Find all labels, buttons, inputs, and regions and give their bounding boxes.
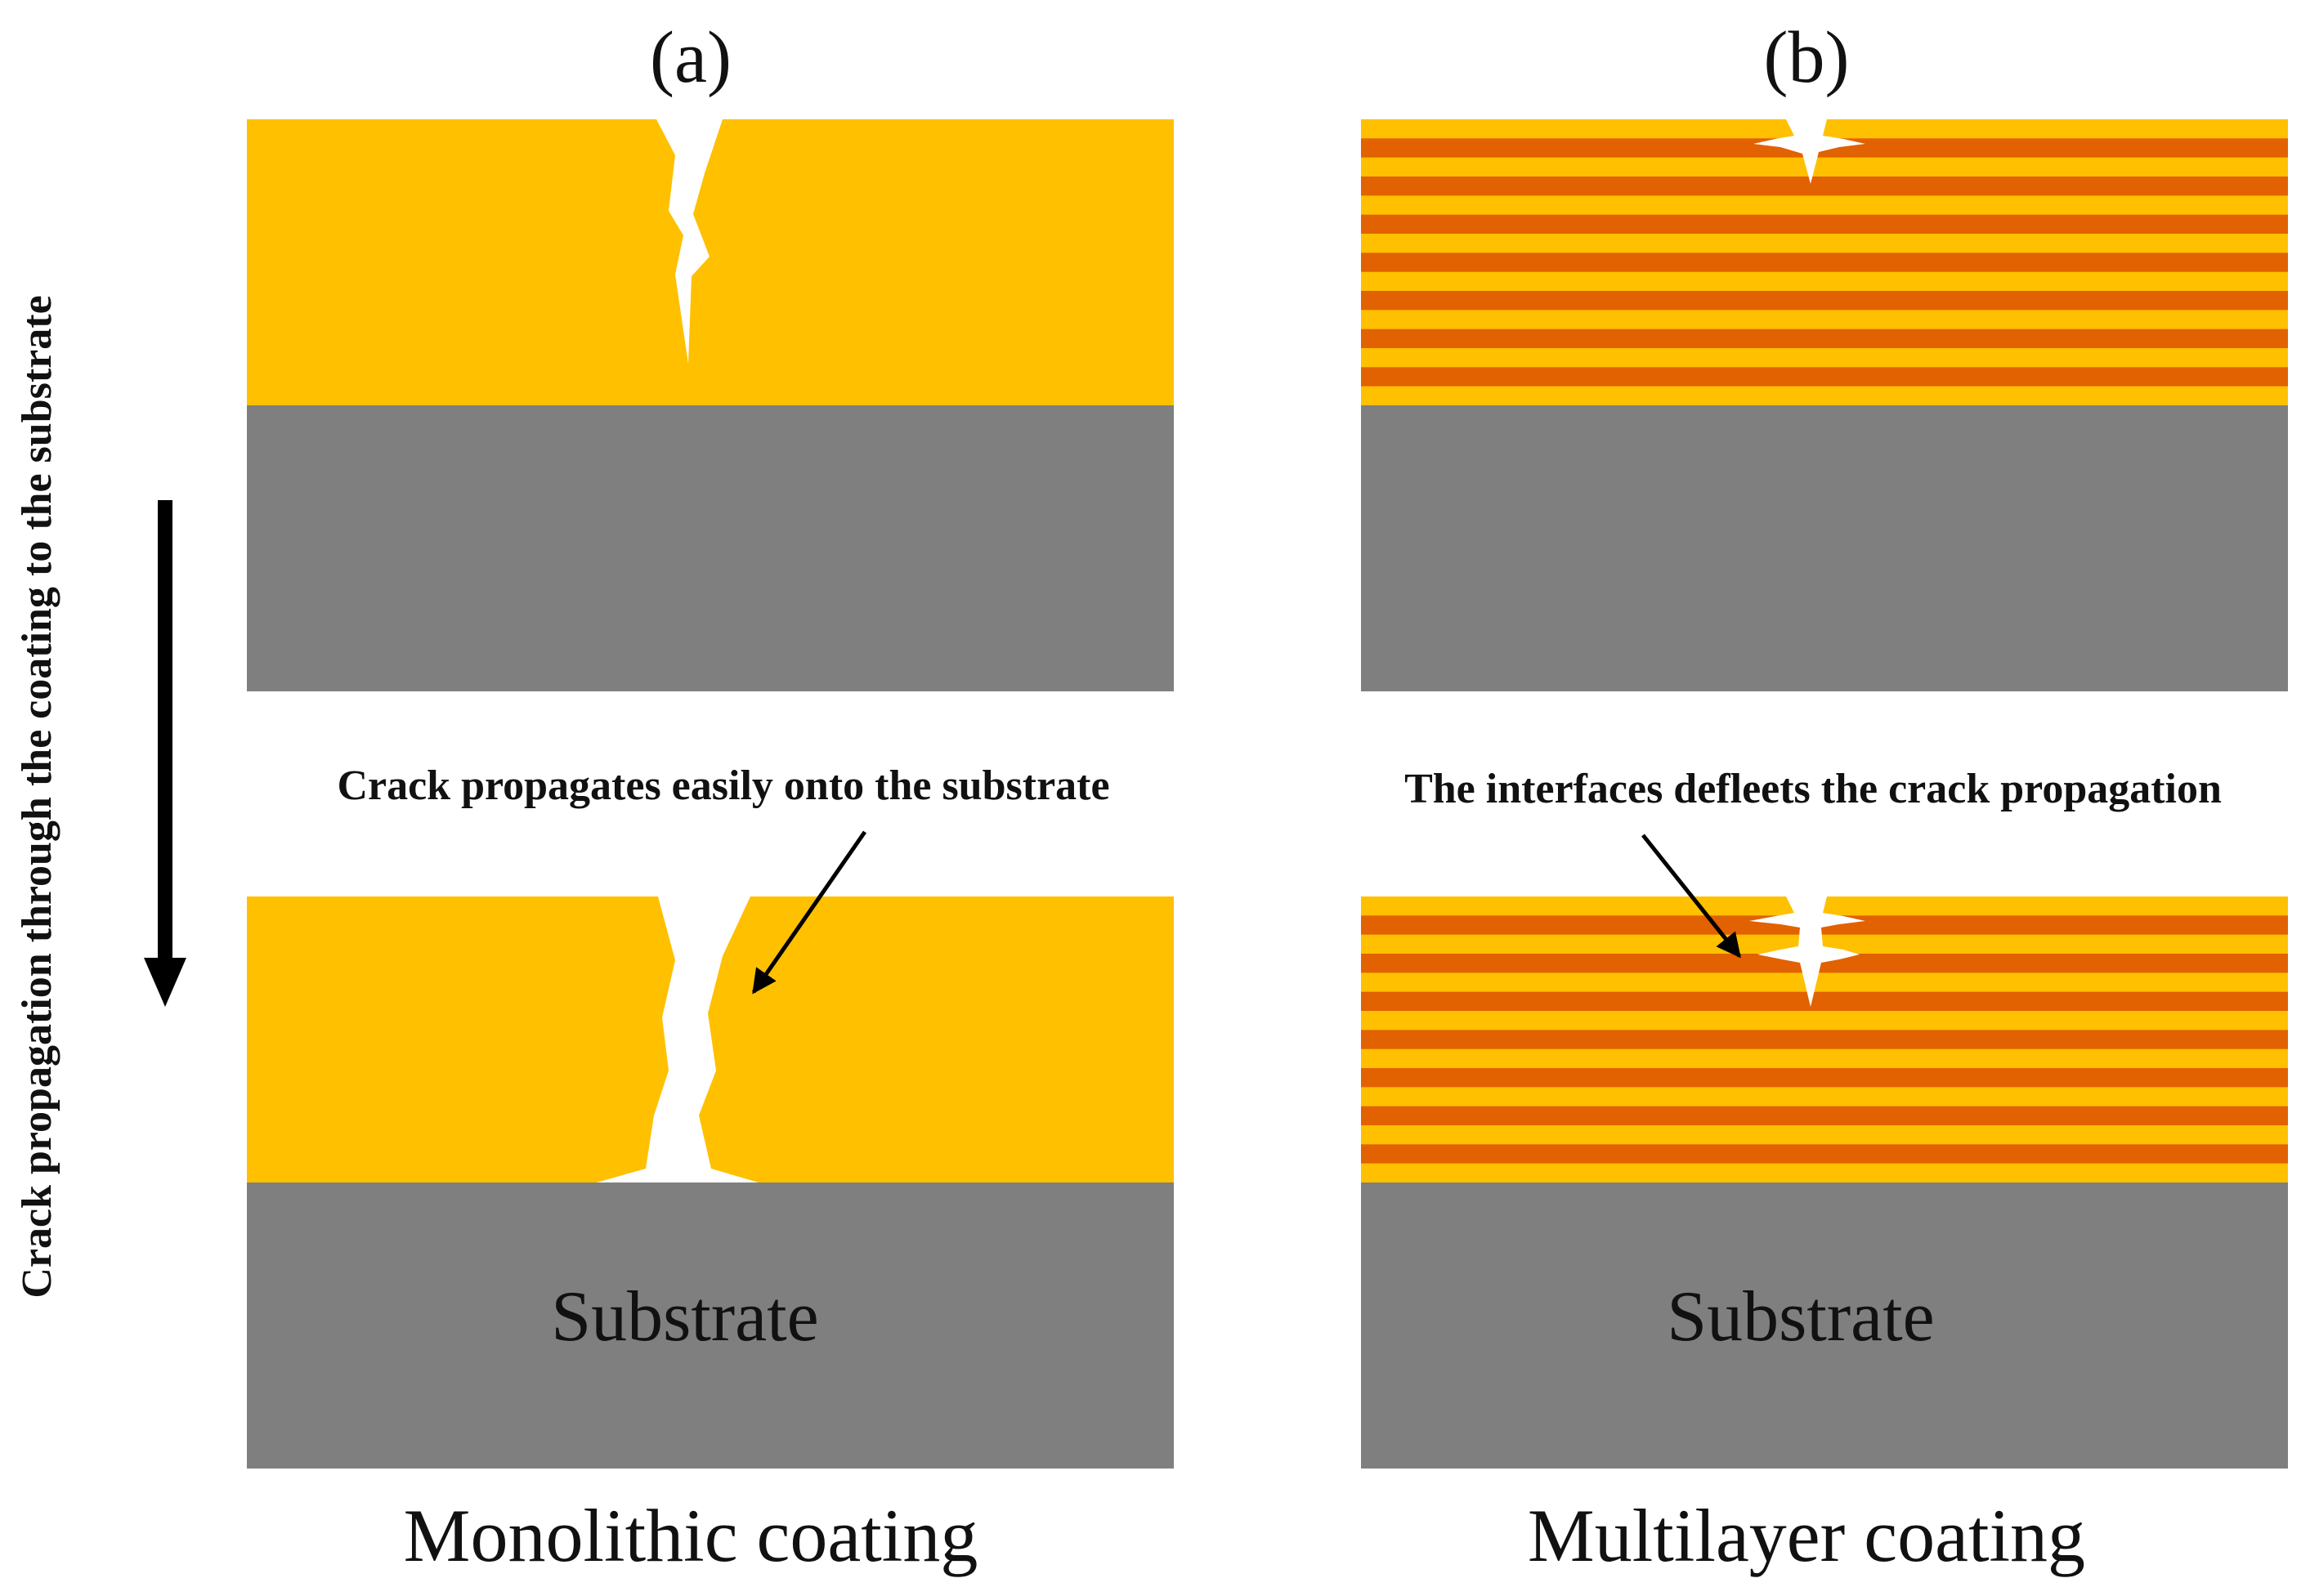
panel-b-label: (b) — [1764, 17, 1850, 98]
interlayer-stripe — [1361, 253, 2288, 272]
interlayer-stripe — [1361, 329, 2288, 348]
interlayer-stripe — [1361, 991, 2288, 1011]
panel-a-substrate-label: Substrate — [551, 1277, 819, 1357]
interlayer-stripe — [1361, 1144, 2288, 1164]
panel-a-label: (a) — [650, 17, 732, 98]
side-direction-indicator: Crack propagation through the coating to… — [14, 295, 186, 1299]
panel-a-bottom-substrate — [247, 1182, 1174, 1469]
panel-b-top-crack — [1753, 119, 1865, 184]
interlayer-stripe — [1361, 1106, 2288, 1125]
panel-b-top-interlayers — [1361, 138, 2288, 387]
panel-a-annotation: Crack propagates easily onto the substra… — [337, 762, 1109, 809]
interlayer-stripe — [1361, 954, 2288, 973]
side-arrow-head-icon — [144, 958, 186, 1007]
panel-a-bottom-block: Crack propagates easily onto the substra… — [247, 762, 1174, 1469]
panel-b-annotation: The interfaces defleets the crack propag… — [1404, 766, 2222, 812]
panel-b-caption: Multilayer coating — [1528, 1494, 2085, 1577]
panel-b-substrate-label: Substrate — [1667, 1277, 1935, 1357]
panel-a-top-coating — [247, 119, 1174, 405]
panel-a-top-block — [247, 119, 1174, 691]
panel-b-bottom-substrate — [1361, 1182, 2288, 1469]
panel-a-annotation-arrow — [751, 830, 867, 995]
panel-a-top-substrate — [247, 405, 1174, 691]
panel-a-caption: Monolithic coating — [404, 1494, 978, 1577]
panel-b-bottom-crack — [1749, 896, 1865, 1007]
interlayer-stripe — [1361, 1030, 2288, 1049]
panel-a-bottom-crack — [597, 896, 759, 1182]
panel-b-annotation-arrow — [1641, 834, 1741, 959]
interlayer-stripe — [1361, 291, 2288, 311]
interlayer-stripe — [1361, 214, 2288, 234]
interlayer-stripe — [1361, 1068, 2288, 1088]
side-label: Crack propagation through the coating to… — [14, 295, 60, 1298]
panel-b-top-substrate — [1361, 405, 2288, 691]
panel-a-top-crack — [656, 119, 723, 364]
side-arrow-shaft — [158, 500, 172, 958]
panel-b-top-block — [1361, 119, 2288, 691]
panel-b-bottom-block: The interfaces defleets the crack propag… — [1361, 766, 2288, 1469]
interlayer-stripe — [1361, 177, 2288, 196]
interlayer-stripe — [1361, 367, 2288, 387]
